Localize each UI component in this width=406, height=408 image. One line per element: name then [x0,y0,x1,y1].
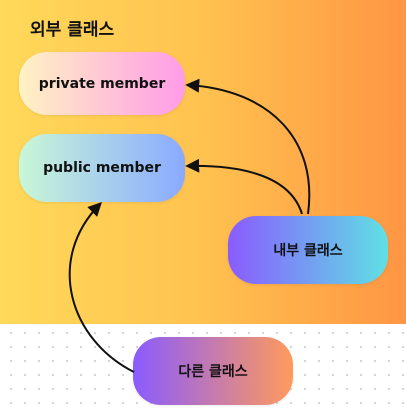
private-member-label: private member [38,75,166,92]
inner-class-node: 내부 클래스 [228,216,388,284]
other-class-node: 다른 클래스 [133,337,293,405]
public-member-label: public member [43,160,161,176]
other-class-label: 다른 클래스 [178,364,248,380]
arrow-inner-to-private [185,78,311,215]
outer-class-title: 외부 클래스 [30,20,115,40]
private-member-node: private member [19,52,185,115]
arrow-other-to-public [68,202,135,373]
inner-class-label: 내부 클래스 [273,243,343,259]
arrow-inner-to-public [185,158,303,215]
public-member-node: public member [19,134,185,202]
